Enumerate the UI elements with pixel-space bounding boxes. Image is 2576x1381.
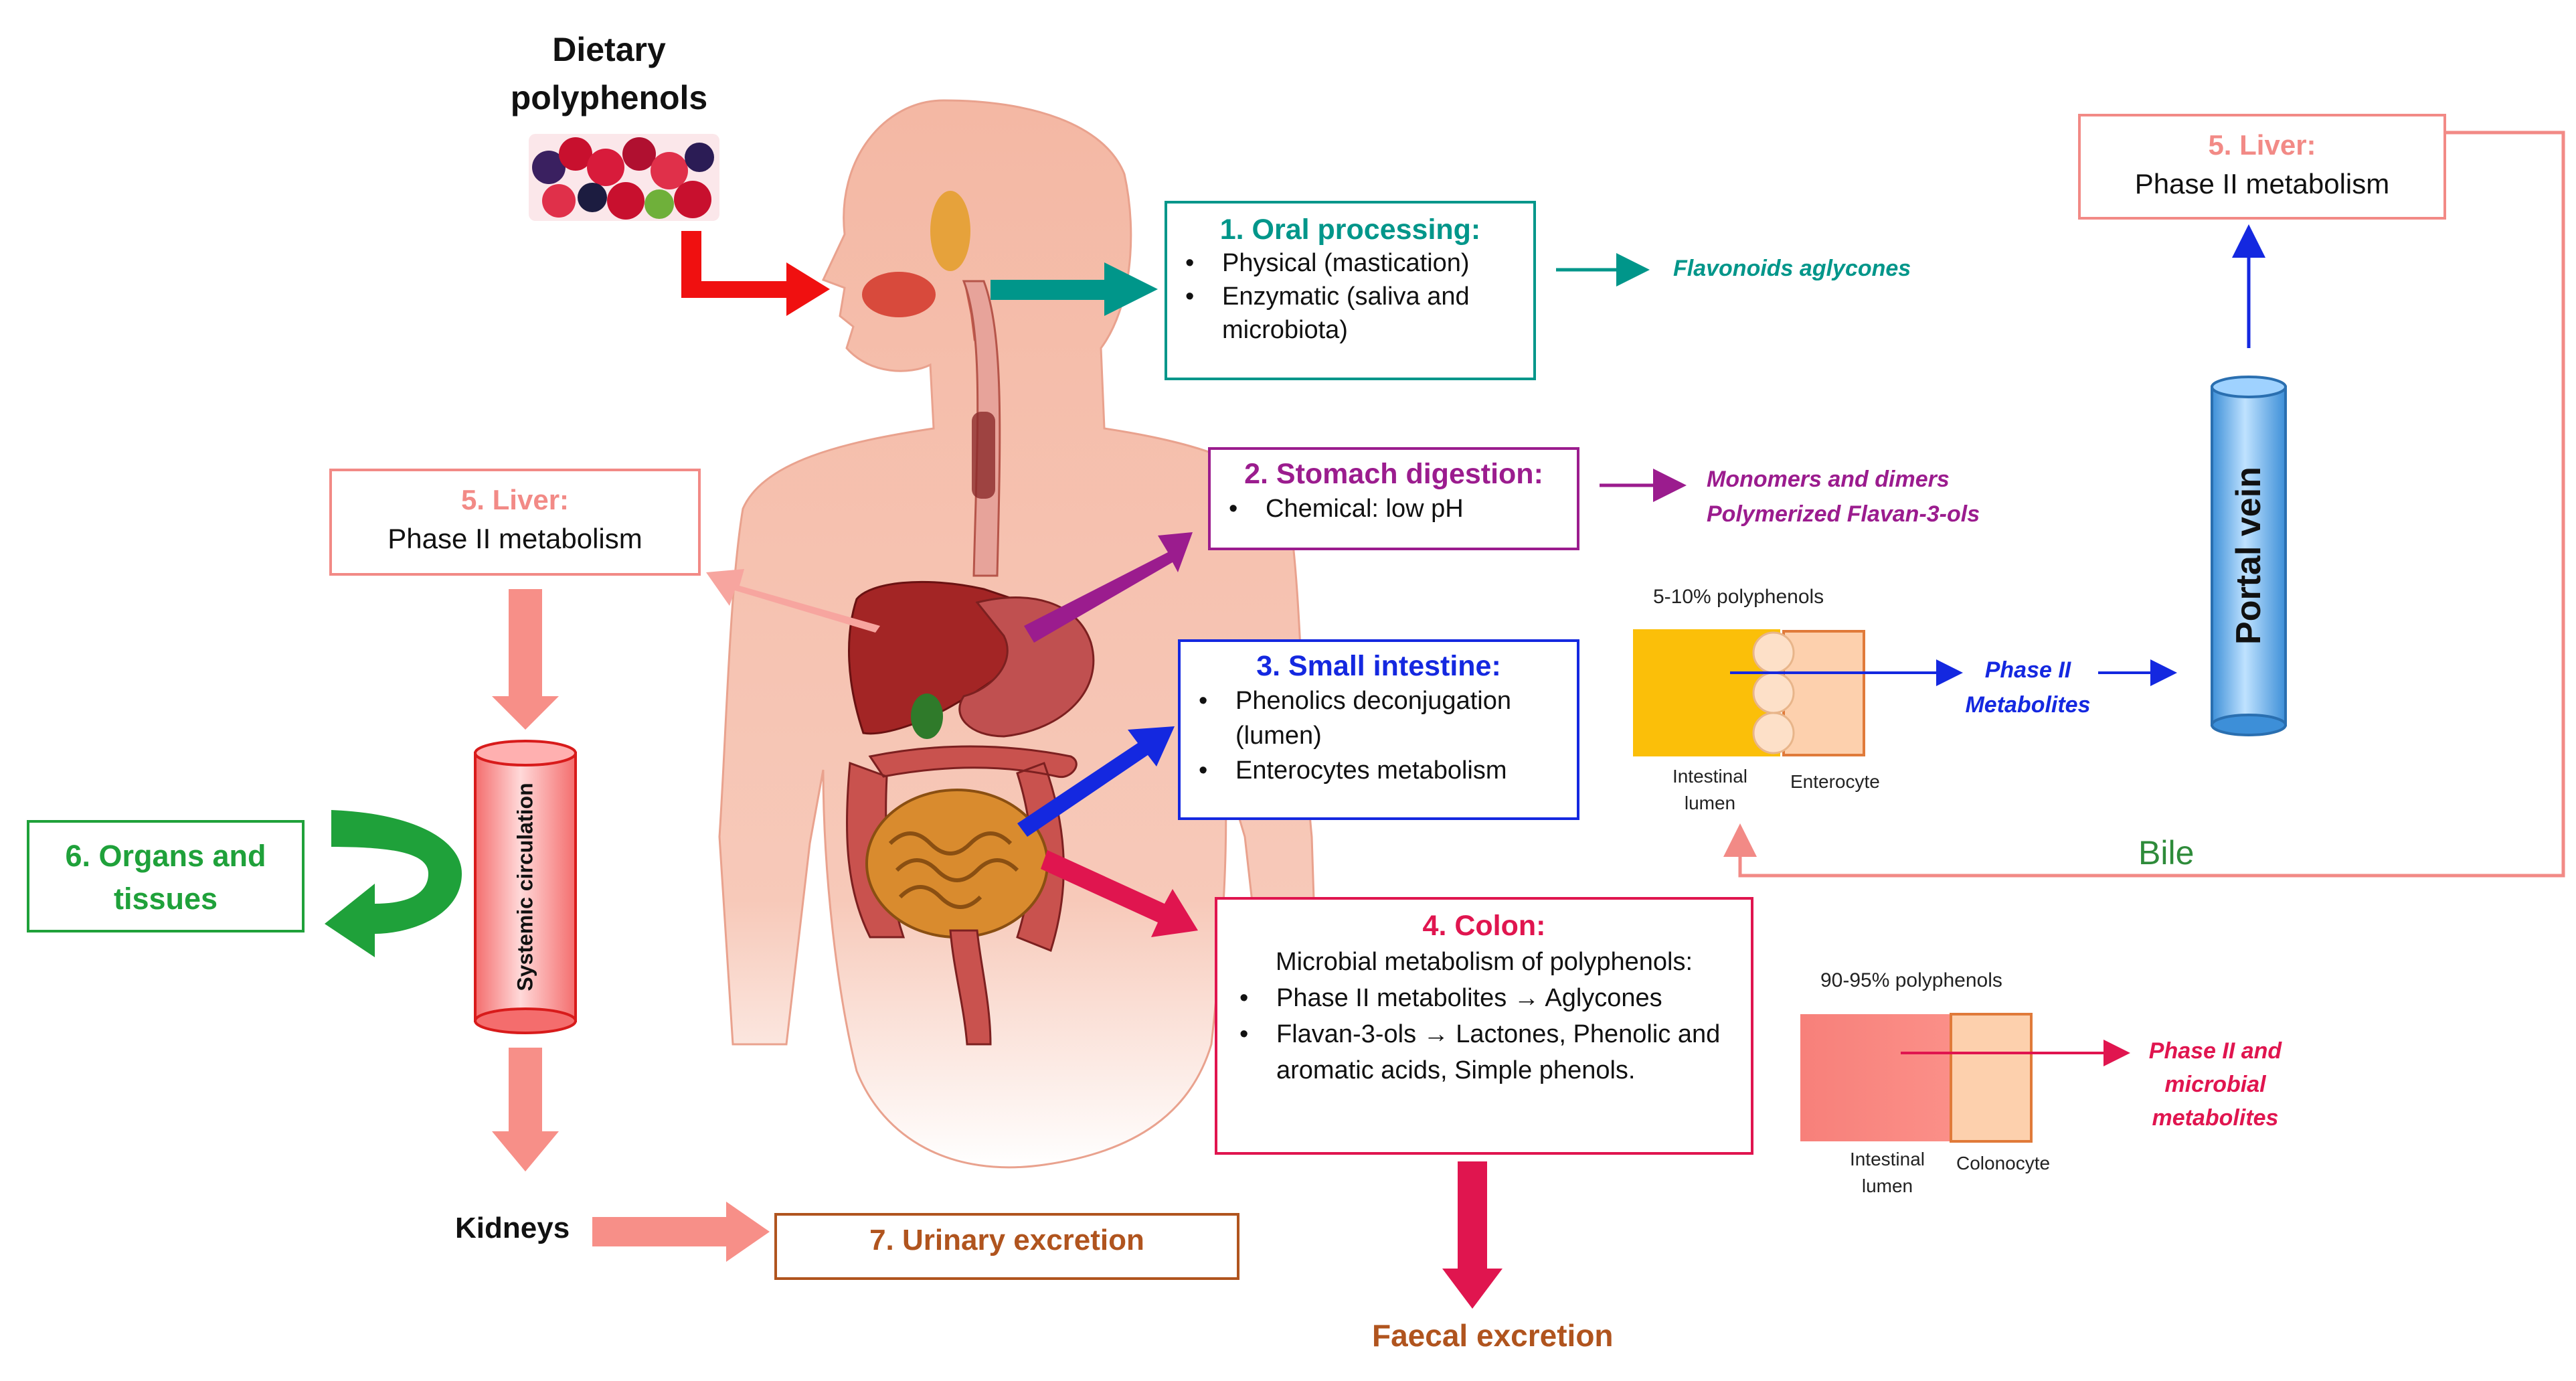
gallbladder-icon — [911, 694, 943, 739]
small-intestine-item: Enterocytes metabolism — [1189, 753, 1569, 788]
conversion-arrow-icon: → — [1423, 1020, 1456, 1048]
organs-arrow — [325, 810, 462, 957]
small-intestine-title: 3. Small intestine: — [1256, 650, 1501, 682]
small-intestine-arrow — [1017, 726, 1175, 837]
intake-line1: Dietary — [552, 31, 666, 68]
enterocyte-diagram — [1633, 629, 1865, 756]
liver-right-subtitle: Phase II metabolism — [2134, 168, 2390, 199]
colon-title: 4. Colon: — [1422, 910, 1546, 942]
bile-label: Bile — [2138, 834, 2195, 872]
stomach-title: 2. Stomach digestion: — [1244, 458, 1543, 490]
colonocyte-label: Colonocyte — [1956, 1153, 2051, 1173]
stomach-digestion-box: 2. Stomach digestion: Chemical: low pH — [1208, 447, 1579, 550]
intake-line2: polyphenols — [510, 79, 708, 116]
small-intestine-lumen-line1: Intestinal — [1672, 766, 1748, 787]
organs-box: 6. Organs and tissues — [27, 820, 305, 932]
kidneys-to-urinary-arrow — [592, 1202, 770, 1262]
liver-left-arrow — [706, 569, 880, 633]
stomach-product-line2: Polymerized Flavan-3-ols — [1707, 501, 1980, 527]
oral-item: Physical (mastication) — [1175, 246, 1525, 280]
portal-vein-cylinder — [2211, 376, 2287, 736]
oral-items: Physical (mastication) Enzymatic (saliva… — [1175, 246, 1525, 347]
small-intestine-box: 3. Small intestine: Phenolics deconjugat… — [1178, 639, 1579, 820]
colon-item2-source: Flavan-3-ols — [1276, 1020, 1417, 1048]
systemic-circulation-cylinder — [474, 740, 577, 1034]
organs-line1: 6. Organs and — [65, 839, 266, 873]
berries-icon — [529, 134, 719, 221]
colon-lumen-line2: lumen — [1861, 1175, 1913, 1196]
mouth-icon — [862, 272, 936, 317]
liver-right-title: 5. Liver: — [2208, 129, 2316, 161]
colon-box: 4. Colon: Microbial metabolism of polyph… — [1215, 897, 1753, 1155]
colon-product: Phase II and microbial metabolites — [2138, 1034, 2292, 1135]
colon-item1-source: Phase II metabolites — [1276, 984, 1507, 1012]
bile-arrow — [1723, 131, 2565, 878]
stomach-product-line1: Monomers and dimers — [1707, 467, 1950, 492]
colon-arrow — [1041, 850, 1198, 937]
conversion-arrow-icon: → — [1513, 984, 1545, 1012]
small-intestine-item: Phenolics deconjugation (lumen) — [1189, 683, 1569, 753]
portal-vein-label: Portal vein — [2229, 467, 2268, 645]
colon-item: Flavan-3-ols → Lactones, Phenolic and ar… — [1229, 1016, 1739, 1088]
oral-arrow — [991, 262, 1158, 316]
small-intestine-lumen-line2: lumen — [1684, 793, 1736, 813]
colon-product-line1: Phase II and — [2148, 1038, 2282, 1064]
circulation-to-kidneys-arrow — [492, 1048, 559, 1171]
colon-product-line2: microbial — [2164, 1072, 2266, 1097]
colon-subtitle: Microbial metabolism of polyphenols: — [1275, 948, 1693, 976]
enterocyte-label: Enterocyte — [1790, 771, 1880, 792]
small-intestine-icon — [865, 789, 1049, 939]
colon-to-faecal-arrow — [1442, 1161, 1502, 1309]
colon-percent: 90-95% polyphenols — [1820, 969, 2002, 991]
oral-processing-box: 1. Oral processing: Physical (masticatio… — [1165, 201, 1536, 380]
stomach-items: Chemical: low pH — [1219, 491, 1569, 526]
small-intestine-items: Phenolics deconjugation (lumen) Enterocy… — [1189, 683, 1569, 788]
small-intestine-product: Phase II Metabolites — [1961, 653, 2095, 722]
liver-to-circulation-arrow — [492, 589, 559, 730]
liver-right-box: 5. Liver: Phase II metabolism — [2078, 114, 2446, 220]
colon-items: Phase II metabolites → Aglycones Flavan-… — [1229, 980, 1739, 1088]
kidneys-label: Kidneys — [455, 1212, 570, 1244]
organs-line2: tissues — [113, 882, 218, 916]
intake-arrow — [681, 231, 830, 316]
intake-label: Dietary polyphenols — [495, 25, 723, 122]
liver-left-title: 5. Liver: — [460, 484, 570, 515]
colon-item2-product: Lactones, Phenolic and aromatic acids, S… — [1276, 1020, 1721, 1084]
faecal-excretion-label: Faecal excretion — [1372, 1318, 1614, 1353]
rectum-icon — [949, 929, 992, 1046]
small-intestine-percent: 5-10% polyphenols — [1653, 586, 1824, 608]
small-intestine-lumen-label: Intestinal lumen — [1660, 763, 1760, 817]
systemic-circulation-label: Systemic circulation — [513, 783, 537, 991]
urinary-label: 7. Urinary excretion — [869, 1224, 1144, 1256]
colon-item: Phase II metabolites → Aglycones — [1229, 980, 1739, 1016]
small-intestine-product-line2: Metabolites — [1965, 692, 2091, 718]
colonocyte-diagram — [1800, 1013, 2033, 1143]
small-intestine-product-line1: Phase II — [1984, 657, 2071, 683]
stomach-arrow — [1024, 532, 1193, 643]
oral-product: Flavonoids aglycones — [1673, 256, 1911, 281]
colon-lumen-label: Intestinal lumen — [1834, 1146, 1941, 1200]
oral-title: 1. Oral processing: — [1219, 214, 1481, 246]
stomach-item: Chemical: low pH — [1219, 491, 1569, 526]
colon-lumen-line1: Intestinal — [1849, 1149, 1925, 1169]
oral-item: Enzymatic (saliva and microbiota) — [1175, 280, 1525, 347]
urinary-excretion-box: 7. Urinary excretion — [774, 1213, 1239, 1280]
liver-left-box: 5. Liver: Phase II metabolism — [329, 469, 701, 576]
colon-product-line3: metabolites — [2152, 1105, 2279, 1131]
salivary-gland-icon — [930, 191, 970, 271]
stomach-product: Monomers and dimers Polymerized Flavan-3… — [1707, 462, 1980, 532]
liver-left-subtitle: Phase II metabolism — [388, 523, 642, 554]
colon-item1-product: Aglycones — [1545, 984, 1662, 1012]
